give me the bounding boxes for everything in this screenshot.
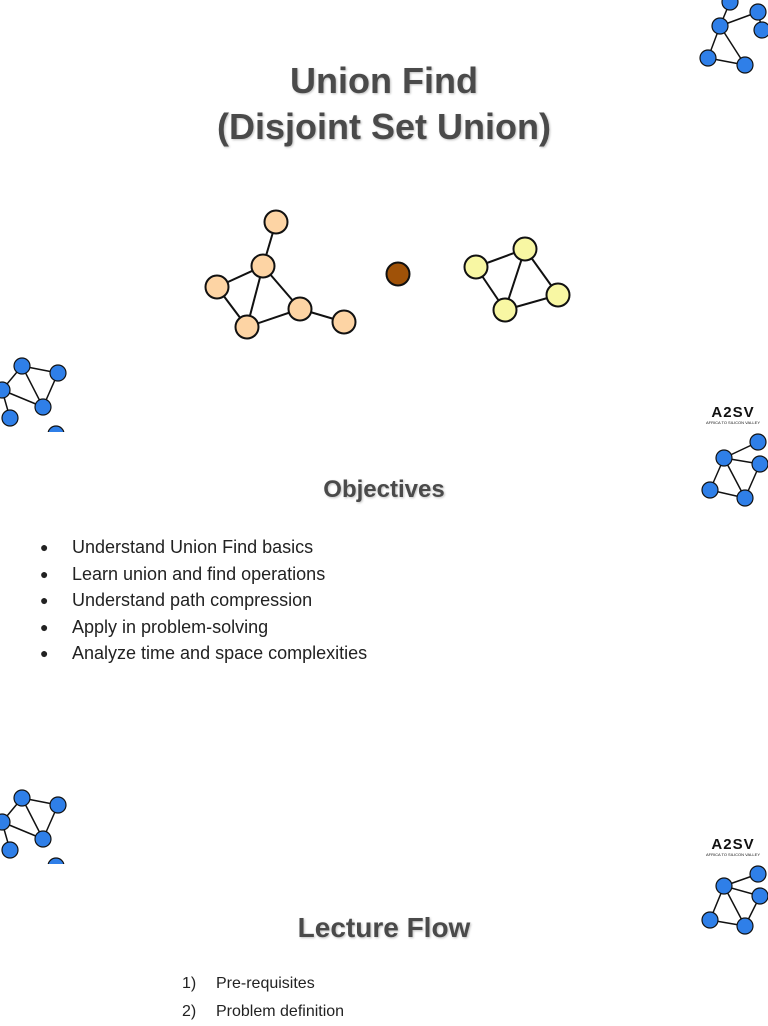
- list-item: ● Apply in problem-solving: [38, 614, 367, 641]
- logo-subtext: AFRICA TO SILICON VALLEY: [705, 852, 760, 857]
- list-item-text: Understand path compression: [72, 590, 313, 610]
- list-item-text: Problem definition: [216, 1003, 345, 1020]
- a2sv-logo: A2SV AFRICA TO SILICON VALLEY: [706, 404, 760, 425]
- slide-objectives: A2SV AFRICA TO SILICON VALLEY: [0, 432, 768, 864]
- slide-title: Union Find (Disjoint Set Union): [0, 0, 768, 432]
- network-decoration-icon: [701, 433, 768, 507]
- list-item: 2) Problem definition: [182, 998, 344, 1026]
- logo-subtext: AFRICA TO SILICON VALLEY: [705, 420, 760, 425]
- network-decoration-icon: [701, 865, 768, 935]
- logo-text: A2SV: [711, 404, 755, 421]
- list-item: 1) Pre-requisites: [182, 970, 344, 998]
- list-item-text: Pre-requisites: [216, 975, 315, 992]
- list-item: ● Understand path compression: [38, 587, 367, 614]
- network-decoration-icon: [0, 357, 67, 432]
- title-line-2: (Disjoint Set Union): [217, 106, 551, 147]
- list-item-text: Understand Union Find basics: [72, 537, 314, 557]
- list-item: ● Learn union and find operations: [38, 561, 367, 588]
- list-item-text: Learn union and find operations: [72, 563, 326, 584]
- logo-text: A2SV: [711, 836, 755, 853]
- objectives-list: ● Understand Union Find basics ● Learn uni…: [38, 534, 367, 667]
- list-item: ● Analyze time and space complexities: [38, 640, 367, 667]
- network-decoration-icon: [699, 0, 768, 74]
- list-item: ● Understand Union Find basics: [38, 534, 367, 561]
- title-line-1: Union Find: [290, 60, 478, 101]
- bullet-icon: ●: [40, 645, 49, 661]
- objectives-title: Objectives: [323, 476, 445, 503]
- bullet-icon: ●: [40, 618, 49, 635]
- list-item-text: Analyze time and space complexities: [72, 643, 368, 663]
- a2sv-logo: A2SV AFRICA TO SILICON VALLEY: [706, 836, 760, 857]
- lecture-flow-title: Lecture Flow: [297, 912, 471, 943]
- network-decoration-icon: [0, 789, 67, 864]
- bullet-icon: ●: [40, 539, 49, 555]
- disjoint-sets-graph: [204, 209, 571, 340]
- list-number: 2): [182, 1003, 197, 1020]
- slide-lecture-flow: [0, 864, 768, 1024]
- lecture-flow-list: 1) Pre-requisites 2) Problem definition: [182, 970, 344, 1026]
- slide-title-text: Union Find (Disjoint Set Union): [0, 58, 768, 150]
- bullet-icon: ●: [40, 592, 49, 608]
- bullet-icon: ●: [40, 565, 49, 582]
- list-item-text: Apply in problem-solving: [72, 616, 269, 637]
- list-number: 1): [182, 975, 197, 992]
